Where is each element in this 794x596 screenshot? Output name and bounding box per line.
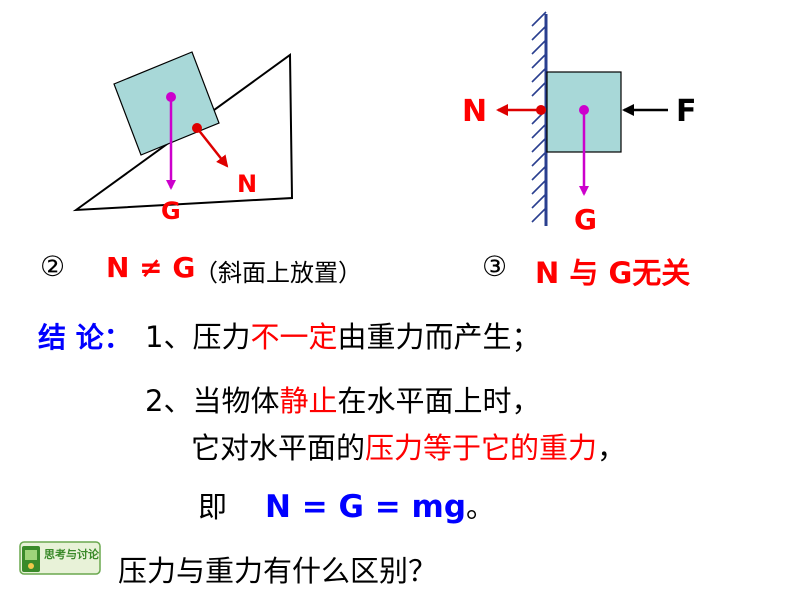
block-on-incline (113, 51, 220, 156)
wall-hatching (531, 11, 547, 223)
incline-figure (72, 51, 294, 212)
wall-g-label: G (574, 203, 597, 236)
line4-suffix: 。 (466, 490, 496, 524)
line3-suffix: ， (597, 431, 627, 465)
case2-number: ② (40, 250, 66, 283)
line2-suffix: 在水平面上时， (337, 384, 541, 418)
line2-prefix: 2、当物体 (145, 384, 280, 418)
discussion-badge-text: 思考与讨论 (44, 548, 99, 561)
line4-prefix: 即 (198, 490, 228, 524)
line2-highlight: 静止 (279, 384, 338, 418)
case2-relation: N ≠ G (106, 251, 196, 284)
line3-prefix: 它对水平面的 (191, 431, 366, 465)
case3-number: ③ (482, 250, 508, 283)
incline-n-label: N (237, 170, 258, 198)
line1-highlight: 不一定 (250, 320, 338, 354)
normal-force-arrow (196, 127, 229, 168)
case3-relation: N 与 G无关 (535, 250, 690, 292)
wall-f-label: F (676, 94, 697, 129)
incline-g-label: G (161, 197, 181, 225)
center-dot (166, 92, 176, 102)
conclusion-line-4: 即 N = G = mg。 (198, 484, 495, 526)
conclusion-line-1: 1、压力不一定由重力而产生； (145, 314, 540, 356)
case3-relation-text: N 与 G无关 (535, 256, 691, 290)
conclusion-label: 结 论： (38, 321, 132, 354)
case2-note: （斜面上放置） (194, 259, 362, 287)
wall-n-label: N (462, 94, 488, 129)
wall-contact-dot (536, 105, 546, 115)
wall-figure (496, 11, 668, 226)
discussion-badge-icon (19, 541, 101, 575)
conclusion-line-2: 2、当物体静止在水平面上时， (145, 378, 540, 420)
discussion-question: 压力与重力有什么区别？ (118, 554, 438, 588)
conclusion-line-3: 它对水平面的压力等于它的重力， (191, 425, 626, 467)
line4-formula: N = G = mg (265, 489, 467, 525)
wall-center-dot (579, 105, 589, 115)
line1-prefix: 1、压力 (145, 320, 251, 354)
contact-dot (192, 123, 202, 133)
line1-suffix: 由重力而产生； (337, 320, 541, 354)
line3-highlight: 压力等于它的重力 (365, 431, 598, 465)
